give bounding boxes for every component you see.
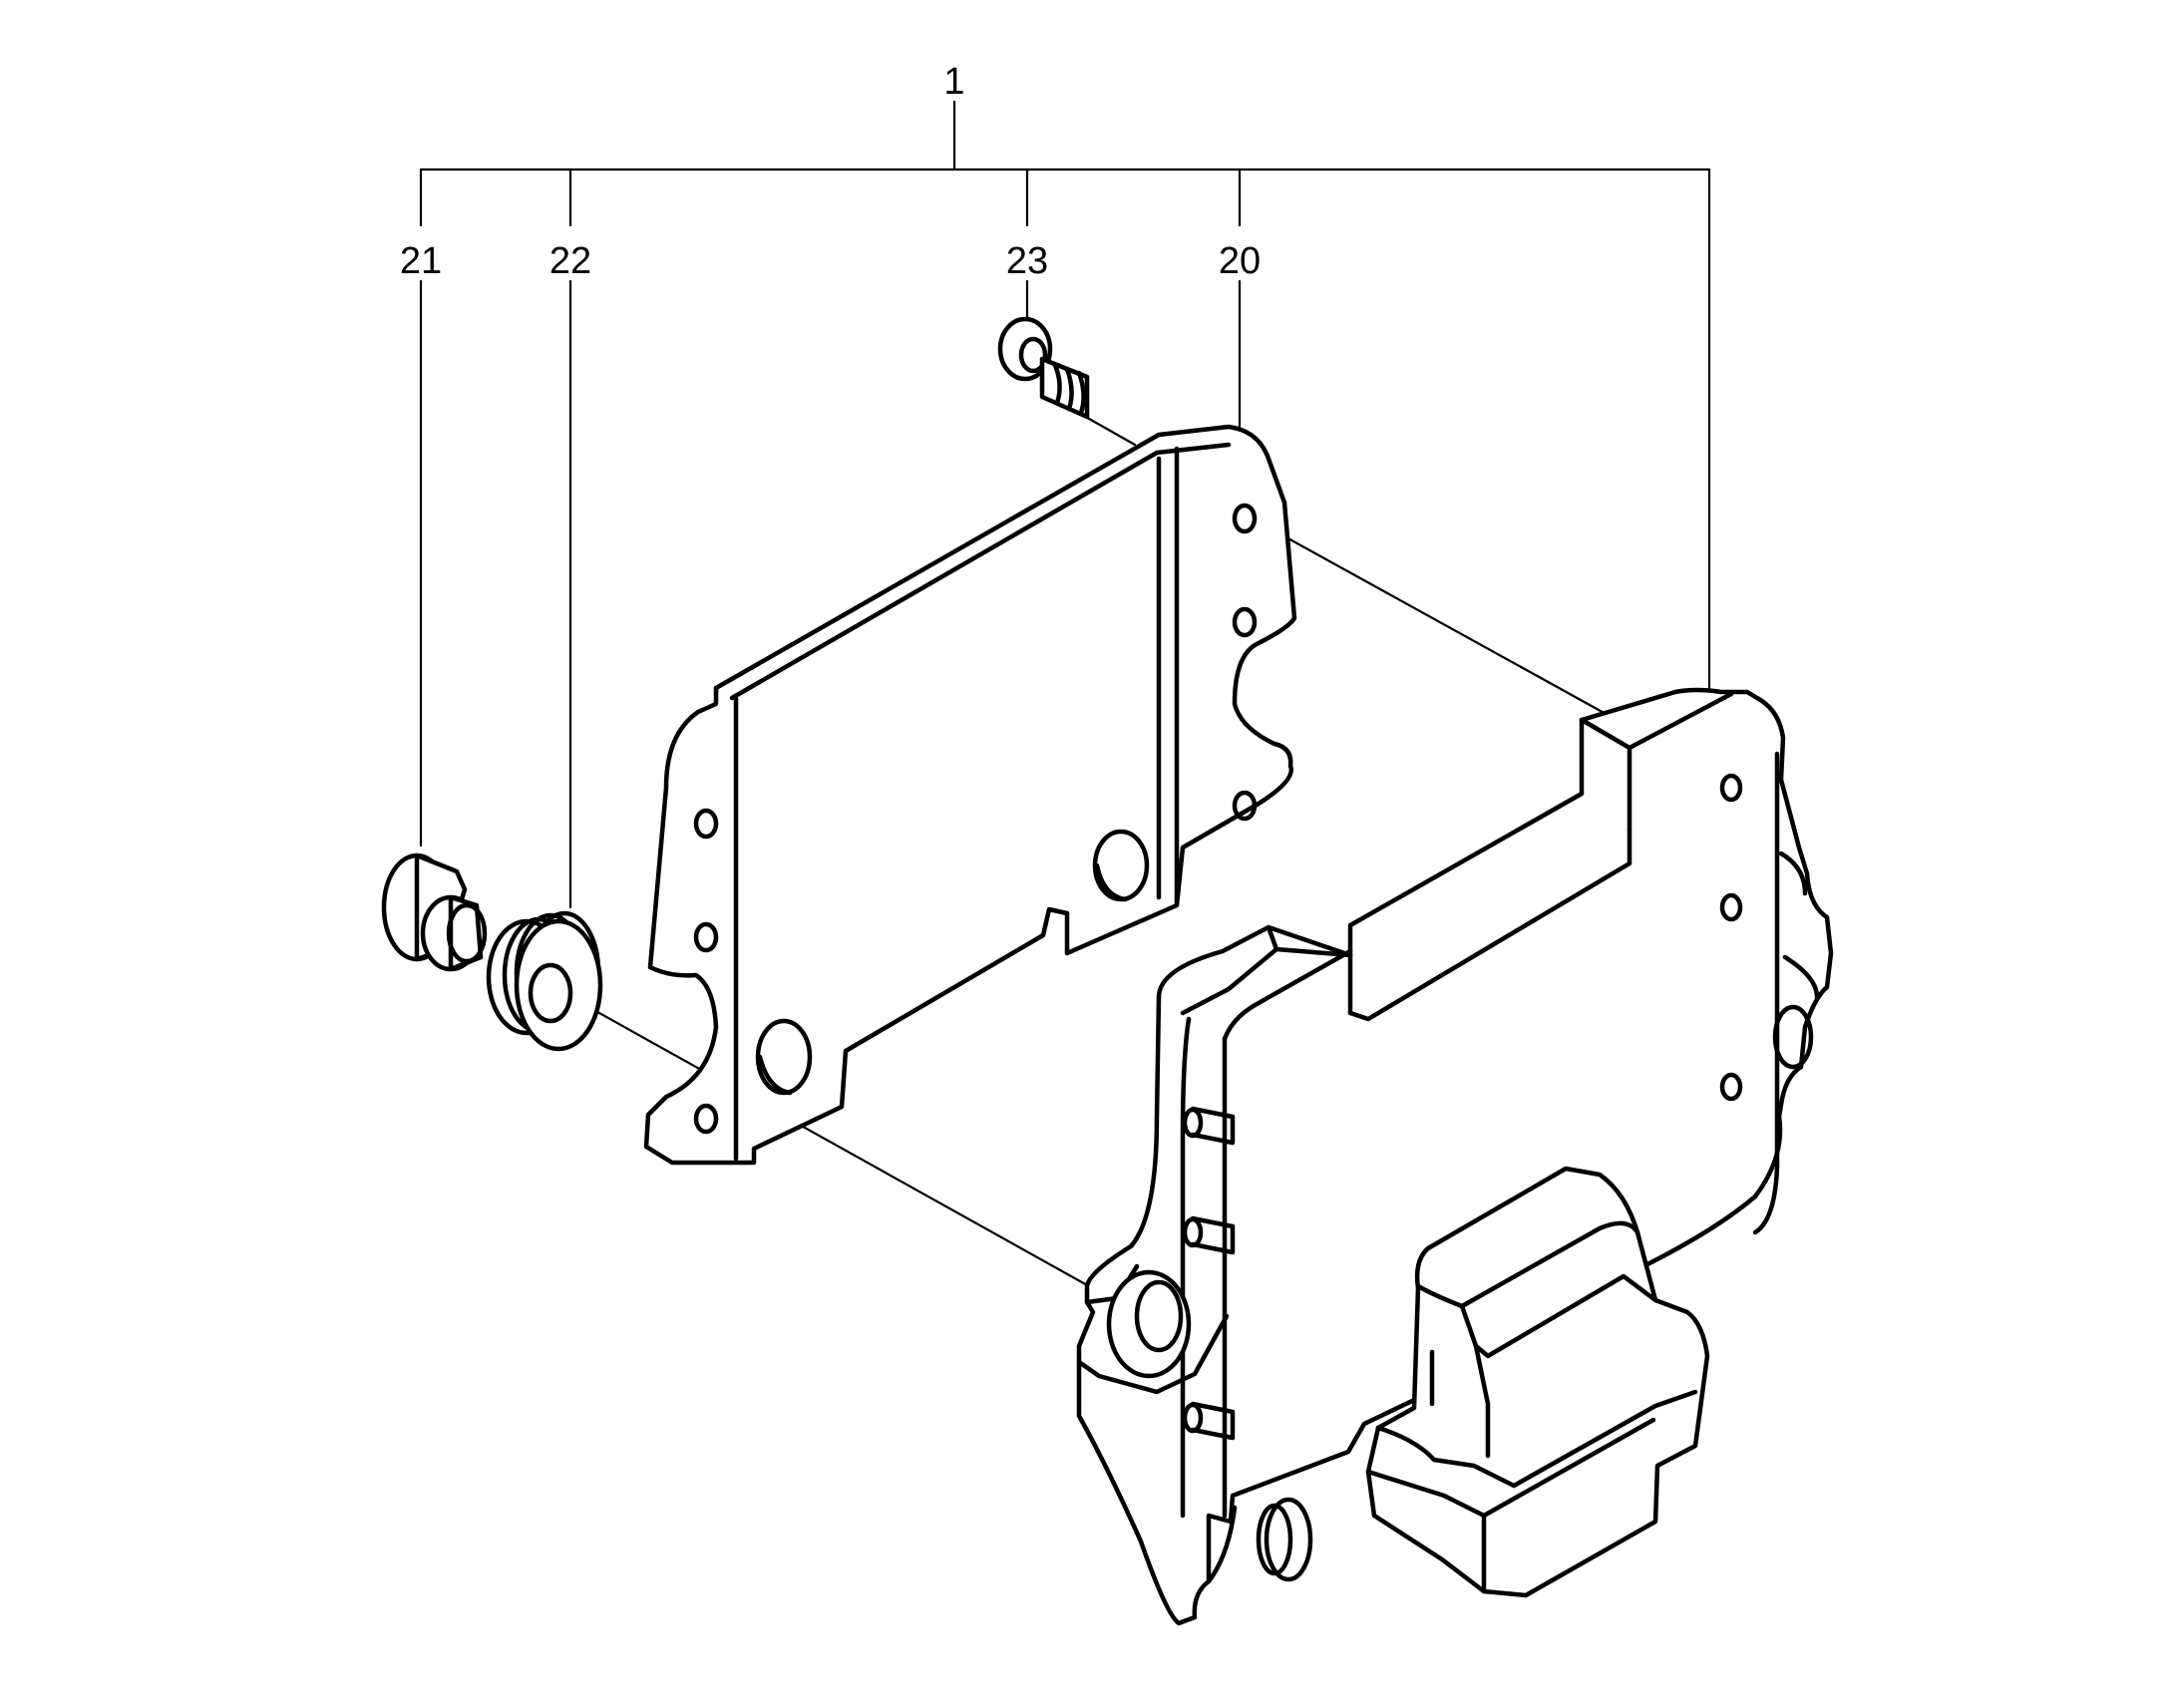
control-unit	[1076, 687, 1834, 1626]
callout-21: 21	[400, 240, 442, 282]
bushing-part-21	[381, 853, 488, 972]
callout-1: 1	[943, 61, 964, 103]
callout-22: 22	[549, 240, 591, 282]
grommet-part-22	[486, 910, 603, 1052]
bracket-part-20	[643, 424, 1297, 1166]
leader-screw-to-bracket	[1080, 413, 1137, 447]
screw-part-23	[997, 316, 1090, 420]
leader-bracket-to-ecu	[1247, 514, 1630, 728]
callout-bracket	[419, 100, 1711, 909]
leader-grommet-to-ecu	[554, 987, 1091, 1288]
callout-20: 20	[1219, 240, 1261, 282]
callout-23: 23	[1006, 240, 1048, 282]
